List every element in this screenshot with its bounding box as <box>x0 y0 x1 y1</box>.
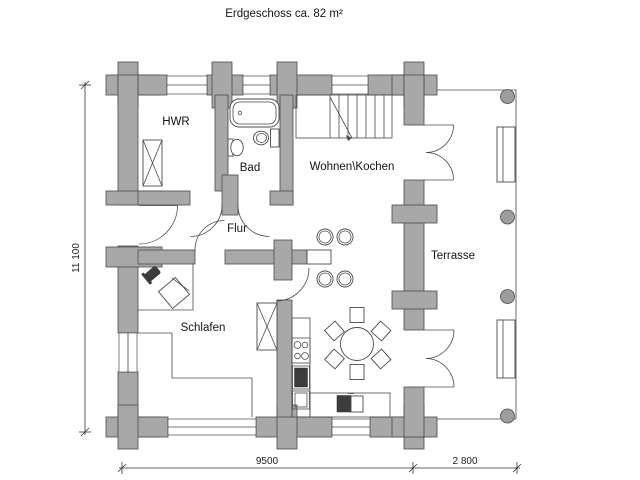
ring-chair-icon <box>336 228 354 246</box>
room-label-terrasse: Terrasse <box>431 250 475 262</box>
dimension-left: 11 100 <box>71 80 91 437</box>
bed-icon <box>138 332 253 417</box>
terrace <box>437 89 517 424</box>
entrance-door-icon <box>138 205 178 245</box>
window-icon <box>331 418 371 436</box>
window-icon <box>166 75 208 95</box>
window-icon <box>331 75 369 95</box>
stairs-icon <box>295 94 393 141</box>
small-table-icon <box>306 249 332 265</box>
doors <box>138 124 455 388</box>
dimension-label-left: 11 100 <box>71 243 82 273</box>
window-icon <box>118 332 138 373</box>
window-icon <box>242 75 271 95</box>
bathtub-icon <box>229 98 280 128</box>
terrace-post-icon <box>500 289 515 304</box>
exterior-walls <box>105 61 438 450</box>
terrace-post-icon <box>500 408 515 424</box>
wardrobe-icon <box>256 302 278 351</box>
terrace-post-icon <box>500 89 515 104</box>
dimension-label-main: 9500 <box>256 456 279 467</box>
window-icon <box>167 418 257 436</box>
dishwasher-icon <box>292 390 310 410</box>
oven-icon <box>292 365 310 390</box>
room-door-icon <box>194 220 225 251</box>
ring-chair-icon <box>316 270 334 288</box>
side-table-icon <box>157 276 191 310</box>
ring-chair-icon <box>336 270 354 288</box>
stove-icon <box>291 337 311 364</box>
planter-icon <box>496 319 516 379</box>
toilet-icon <box>253 128 280 148</box>
french-door-icon <box>424 124 454 181</box>
room-door-icon <box>190 204 223 237</box>
room-label-schlafen: Schlafen <box>181 322 226 334</box>
desk-chair-icon <box>141 266 161 285</box>
room-label-flur: Flur <box>227 223 247 235</box>
tall-cabinet-icon <box>142 139 163 187</box>
room-label-wohnen-kochen: Wohnen\Kochen <box>310 161 395 173</box>
bathroom-sink-icon <box>227 138 244 157</box>
windows <box>118 75 371 436</box>
dining-chair-icon <box>323 348 346 370</box>
room-door-icon <box>275 267 310 302</box>
room-door-icon <box>237 204 270 237</box>
dining-chair-icon <box>349 307 365 323</box>
interior-walls <box>137 94 308 418</box>
kitchen-counter-icon <box>291 317 391 418</box>
dining-chair-icon <box>323 320 346 342</box>
french-door-icon <box>424 329 455 388</box>
kitchen-sink-icon <box>336 393 364 413</box>
dining-chair-icon <box>370 348 392 370</box>
room-label-bad: Bad <box>240 162 260 174</box>
dining-chair-icon <box>370 320 392 342</box>
desk-icon <box>138 264 194 311</box>
planter-icon <box>496 126 516 183</box>
dimension-bottom: 9500 2 800 <box>117 456 522 474</box>
dining-table-icon <box>340 327 374 361</box>
page-title: Erdgeschoss ca. 82 m² <box>225 8 343 20</box>
terrace-post-icon <box>500 209 515 225</box>
dining-chair-icon <box>349 364 365 380</box>
room-label-hwr: HWR <box>162 116 189 128</box>
ring-chair-icon <box>316 228 334 246</box>
dimension-label-terrace: 2 800 <box>452 456 477 467</box>
